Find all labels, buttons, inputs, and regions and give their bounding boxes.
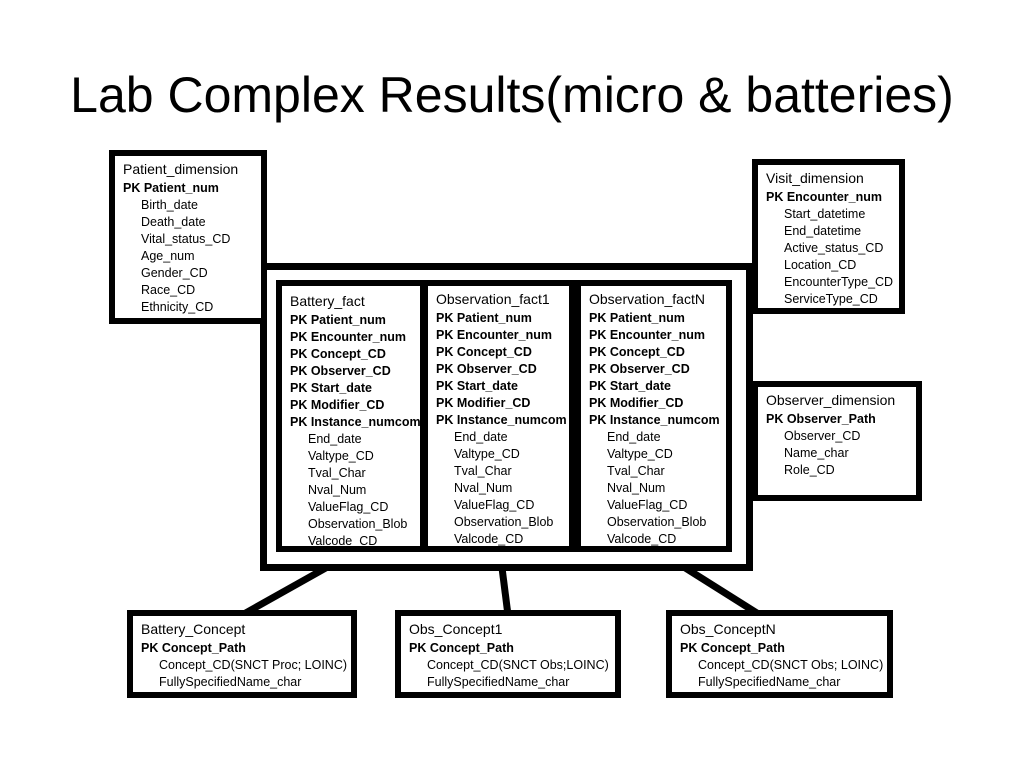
attribute-field: Death_date xyxy=(141,215,206,229)
primary-key-field: PK Start_date xyxy=(589,379,671,393)
primary-key-field: PK Concept_Path xyxy=(409,641,514,655)
primary-key-field: PK Patient_num xyxy=(589,311,685,325)
primary-key-field: PK Concept_Path xyxy=(141,641,246,655)
primary-key-field: PK Patient_num xyxy=(123,181,219,195)
observation-fact1-table: Observation_fact1 PK Patient_num PK Encoun… xyxy=(422,280,575,552)
attribute-field: Valcode_CD xyxy=(308,534,378,548)
primary-key-field: PK Start_date xyxy=(436,379,518,393)
primary-key-field: PK Instance_numcom xyxy=(290,415,421,429)
primary-key-field: PK Instance_numcom xyxy=(589,413,720,427)
attribute-field: Concept_CD(SNCT Obs; LOINC) xyxy=(698,658,884,672)
attribute-field: ValueFlag_CD xyxy=(607,498,688,512)
attribute-field: Observation_Blob xyxy=(454,515,554,529)
primary-key-field: PK Observer_CD xyxy=(589,362,690,376)
battery-fact-table: Battery_fact PK Patient_num PK Encounter_n… xyxy=(276,280,426,552)
attribute-field: Start_datetime xyxy=(784,207,866,221)
table-name: Obs_ConceptN xyxy=(680,621,776,637)
attribute-field: Role_CD xyxy=(784,463,835,477)
primary-key-field: PK Observer_Path xyxy=(766,412,876,426)
primary-key-field: PK Encounter_num xyxy=(766,190,882,204)
primary-key-field: PK Encounter_num xyxy=(290,330,406,344)
attribute-field: Birth_date xyxy=(141,198,198,212)
attribute-field: Concept_CD(SNCT Proc; LOINC) xyxy=(159,658,348,672)
attribute-field: Valcode_CD xyxy=(454,532,524,546)
table-name: Observation_factN xyxy=(589,291,705,307)
attribute-field: End_date xyxy=(308,432,362,446)
primary-key-field: PK Concept_CD xyxy=(290,347,386,361)
attribute-field: Age_num xyxy=(141,249,195,263)
observation-factN-table: Observation_factN PK Patient_num PK Encoun… xyxy=(575,280,732,552)
attribute-field: Name_char xyxy=(784,446,849,460)
primary-key-field: PK Patient_num xyxy=(436,311,532,325)
primary-key-field: PK Encounter_num xyxy=(436,328,552,342)
table-name: Visit_dimension xyxy=(766,170,864,186)
attribute-field: Observer_CD xyxy=(784,429,861,443)
attribute-field: ServiceType_CD xyxy=(784,292,878,306)
attribute-field: FullySpecifiedName_char xyxy=(159,675,302,689)
attribute-field: Valcode_CD xyxy=(607,532,677,546)
attribute-field: Race_CD xyxy=(141,283,196,297)
attribute-field: Location_CD xyxy=(784,258,857,272)
table-name: Battery_fact xyxy=(290,293,365,309)
attribute-field: FullySpecifiedName_char xyxy=(427,675,570,689)
primary-key-field: PK Instance_numcom xyxy=(436,413,567,427)
attribute-field: Observation_Blob xyxy=(308,517,408,531)
attribute-field: End_date xyxy=(607,430,661,444)
primary-key-field: PK Encounter_num xyxy=(589,328,705,342)
attribute-field: Vital_status_CD xyxy=(141,232,231,246)
primary-key-field: PK Start_date xyxy=(290,381,372,395)
table-name: Observer_dimension xyxy=(766,392,896,408)
primary-key-field: PK Observer_CD xyxy=(290,364,391,378)
attribute-field: Valtype_CD xyxy=(607,447,673,461)
attribute-field: End_datetime xyxy=(784,224,862,238)
primary-key-field: PK Concept_CD xyxy=(589,345,685,359)
primary-key-field: PK Modifier_CD xyxy=(436,396,531,410)
table-name: Observation_fact1 xyxy=(436,291,550,307)
attribute-field: Tval_Char xyxy=(308,466,366,480)
attribute-field: Valtype_CD xyxy=(308,449,374,463)
attribute-field: Valtype_CD xyxy=(454,447,520,461)
primary-key-field: PK Modifier_CD xyxy=(290,398,385,412)
attribute-field: ValueFlag_CD xyxy=(308,500,389,514)
attribute-field: Active_status_CD xyxy=(784,241,884,255)
attribute-field: EncounterType_CD xyxy=(784,275,894,289)
attribute-field: FullySpecifiedName_char xyxy=(698,675,841,689)
table-name: Obs_Concept1 xyxy=(409,621,503,637)
attribute-field: Gender_CD xyxy=(141,266,208,280)
table-name: Battery_Concept xyxy=(141,621,246,637)
slide-title: Lab Complex Results(micro & batteries) xyxy=(70,67,954,123)
attribute-field: End_date xyxy=(454,430,508,444)
attribute-field: Ethnicity_CD xyxy=(141,300,214,314)
attribute-field: Tval_Char xyxy=(454,464,512,478)
attribute-field: Observation_Blob xyxy=(607,515,707,529)
primary-key-field: PK Observer_CD xyxy=(436,362,537,376)
table-name: Patient_dimension xyxy=(123,161,239,177)
primary-key-field: PK Concept_Path xyxy=(680,641,785,655)
attribute-field: Nval_Num xyxy=(308,483,367,497)
primary-key-field: PK Modifier_CD xyxy=(589,396,684,410)
primary-key-field: PK Patient_num xyxy=(290,313,386,327)
primary-key-field: PK Concept_CD xyxy=(436,345,532,359)
attribute-field: Nval_Num xyxy=(607,481,666,495)
attribute-field: Tval_Char xyxy=(607,464,665,478)
attribute-field: ValueFlag_CD xyxy=(454,498,535,512)
attribute-field: Nval_Num xyxy=(454,481,513,495)
attribute-field: Concept_CD(SNCT Obs;LOINC) xyxy=(427,658,609,672)
